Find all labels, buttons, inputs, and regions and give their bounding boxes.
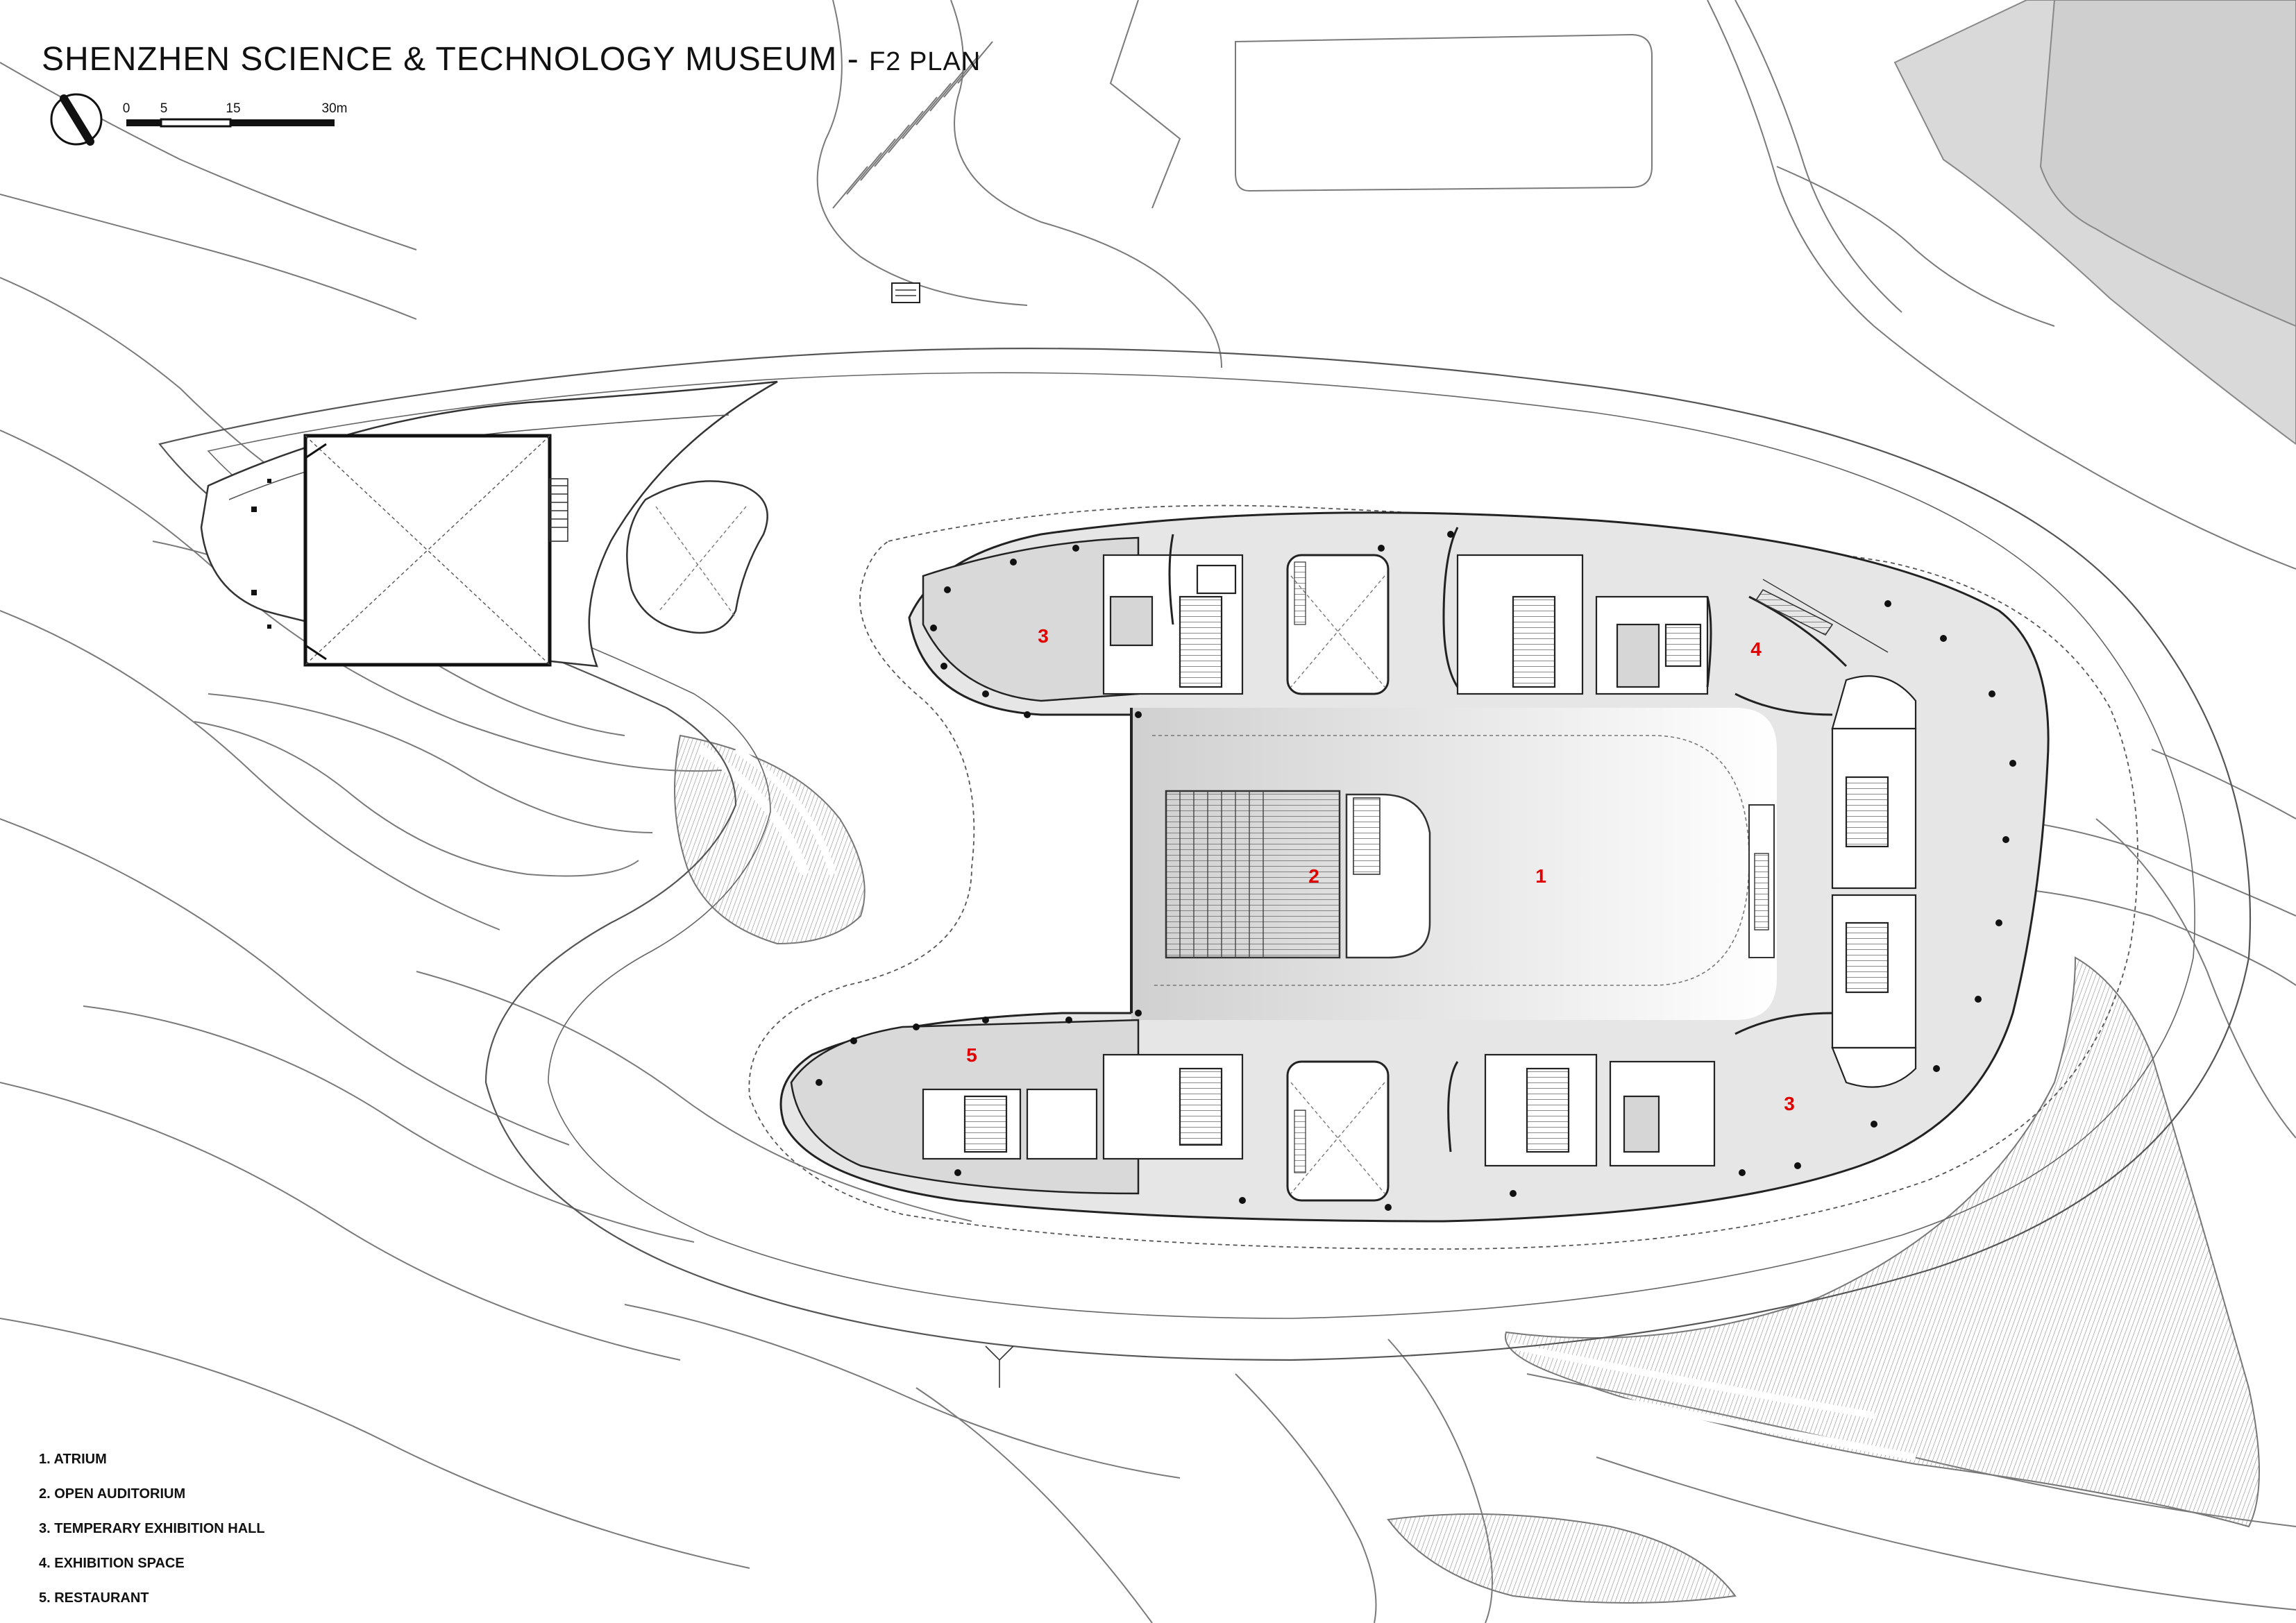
legend-item-restaurant: 5. RESTAURANT xyxy=(39,1590,149,1606)
legend-item-open-auditorium: 2. OPEN AUDITORIUM xyxy=(39,1486,186,1502)
exhibition-ramp xyxy=(1755,579,1889,653)
open-auditorium xyxy=(1165,790,1431,959)
room-label-exhibition-space: 4 xyxy=(1750,638,1762,660)
north-arrow xyxy=(50,93,103,146)
landscape-hatch-bottom-right xyxy=(1504,956,2260,1528)
scale-tick-15: 15 xyxy=(226,101,240,116)
legend-item-atrium: 1. ATRIUM xyxy=(39,1452,107,1467)
void-top xyxy=(1286,554,1390,695)
escalator-atrium xyxy=(1748,804,1775,958)
room-legend: 1. ATRIUM 2. OPEN AUDITORIUM 3. TEMPERAR… xyxy=(39,1442,265,1615)
room-label-restaurant: 5 xyxy=(966,1044,977,1066)
structural-columns xyxy=(816,531,2016,1211)
scale-tick-30: 30m xyxy=(322,101,348,116)
room-label-hall-upper-left: 3 xyxy=(1038,625,1049,647)
title-main: SHENZHEN SCIENCE & TECHNOLOGY MUSEUM - xyxy=(42,41,870,78)
room-label-atrium: 1 xyxy=(1535,865,1546,887)
island-void xyxy=(626,480,768,634)
scale-bar: 0 5 15 30m xyxy=(123,101,348,128)
left-pavilion xyxy=(200,380,778,668)
drawing-title: SHENZHEN SCIENCE & TECHNOLOGY MUSEUM - F… xyxy=(42,40,981,78)
room-label-hall-lower-right: 3 xyxy=(1784,1093,1795,1114)
legend-item-exhibition-space: 4. EXHIBITION SPACE xyxy=(39,1556,185,1571)
misc-details xyxy=(891,282,1014,1388)
curved-walls xyxy=(1168,527,1848,1153)
wing-upper-left xyxy=(922,536,1140,702)
room-label-auditorium: 2 xyxy=(1308,865,1319,887)
void-bottom xyxy=(1286,1060,1390,1202)
room-labels: 1 2 3 3 3 4 5 xyxy=(966,625,1795,1114)
cores xyxy=(922,554,1917,1167)
title-sub: F2 PLAN xyxy=(869,47,981,76)
scale-tick-5: 5 xyxy=(160,101,168,116)
amphitheatre-ramp xyxy=(674,734,866,945)
legend-item-temperary-exhibition-hall: 3. TEMPERARY EXHIBITION HALL xyxy=(39,1521,265,1536)
landscape-hatch-bottom xyxy=(1387,1513,1737,1604)
scale-tick-0: 0 xyxy=(123,101,130,116)
